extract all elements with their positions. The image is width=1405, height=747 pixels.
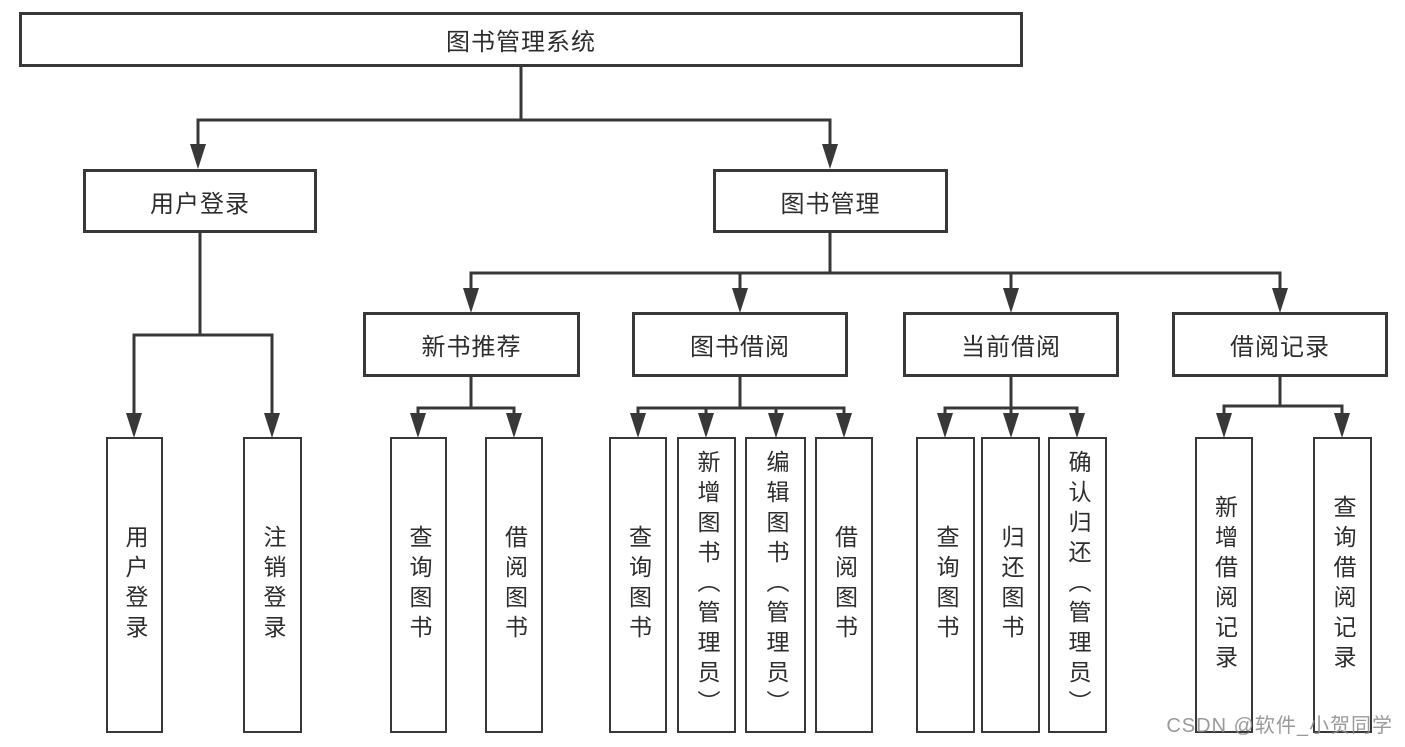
- leaf-borrow-books-recommend: 借阅图书: [485, 437, 543, 733]
- leaf-add-borrow-record: 新增借阅记录: [1195, 437, 1253, 733]
- node-label: 借阅记录: [1230, 334, 1330, 361]
- node-label: 借阅图书: [501, 525, 528, 645]
- node-user-login: 用户登录: [83, 169, 317, 233]
- node-book-borrowing: 图书借阅: [632, 312, 848, 377]
- node-label: 注销登录: [260, 525, 286, 645]
- node-label: 确认归还（管理员）: [1065, 450, 1091, 720]
- node-label: 新增图书（管理员）: [694, 450, 720, 720]
- node-label: 图书管理系统: [446, 29, 596, 56]
- leaf-borrow-books-borrowing: 借阅图书: [815, 437, 873, 733]
- node-new-book-recommendation: 新书推荐: [363, 312, 580, 377]
- leaf-logout: 注销登录: [243, 437, 302, 733]
- node-label: 当前借阅: [961, 334, 1061, 361]
- node-label: 归还图书: [998, 525, 1024, 645]
- leaf-query-borrow-record: 查询借阅记录: [1313, 437, 1372, 733]
- leaf-confirm-return-admin: 确认归还（管理员）: [1048, 437, 1107, 733]
- node-current-borrowing: 当前借阅: [903, 312, 1119, 377]
- node-book-management: 图书管理: [713, 169, 948, 233]
- node-label: 查询图书: [625, 525, 652, 645]
- leaf-query-books-current: 查询图书: [916, 437, 975, 733]
- node-label: 新书推荐: [421, 334, 522, 361]
- node-label: 查询借阅记录: [1330, 495, 1356, 675]
- node-label: 查询图书: [933, 525, 959, 645]
- node-label: 新增借阅记录: [1211, 495, 1238, 675]
- arrowhead-icons: [126, 144, 1350, 438]
- leaf-add-book-admin: 新增图书（管理员）: [677, 437, 736, 733]
- leaf-user-login: 用户登录: [106, 437, 163, 733]
- node-label: 用户登录: [150, 190, 250, 218]
- leaf-query-books-recommend: 查询图书: [390, 437, 447, 733]
- leaf-return-books: 归还图书: [981, 437, 1040, 733]
- csdn-watermark: CSDN @软件_小贺同学: [1166, 715, 1393, 737]
- node-library-management-system: 图书管理系统: [19, 12, 1023, 67]
- node-borrowing-records: 借阅记录: [1172, 312, 1388, 377]
- tree-edges: [132, 67, 1344, 416]
- node-label: 用户登录: [122, 525, 148, 645]
- node-label: 借阅图书: [831, 525, 858, 645]
- node-label: 编辑图书（管理员）: [763, 450, 789, 720]
- node-label: 查询图书: [406, 525, 432, 645]
- node-label: 图书借阅: [690, 334, 790, 361]
- leaf-query-books-borrowing: 查询图书: [609, 437, 667, 733]
- node-label: 图书管理: [780, 190, 881, 218]
- leaf-edit-book-admin: 编辑图书（管理员）: [745, 437, 806, 733]
